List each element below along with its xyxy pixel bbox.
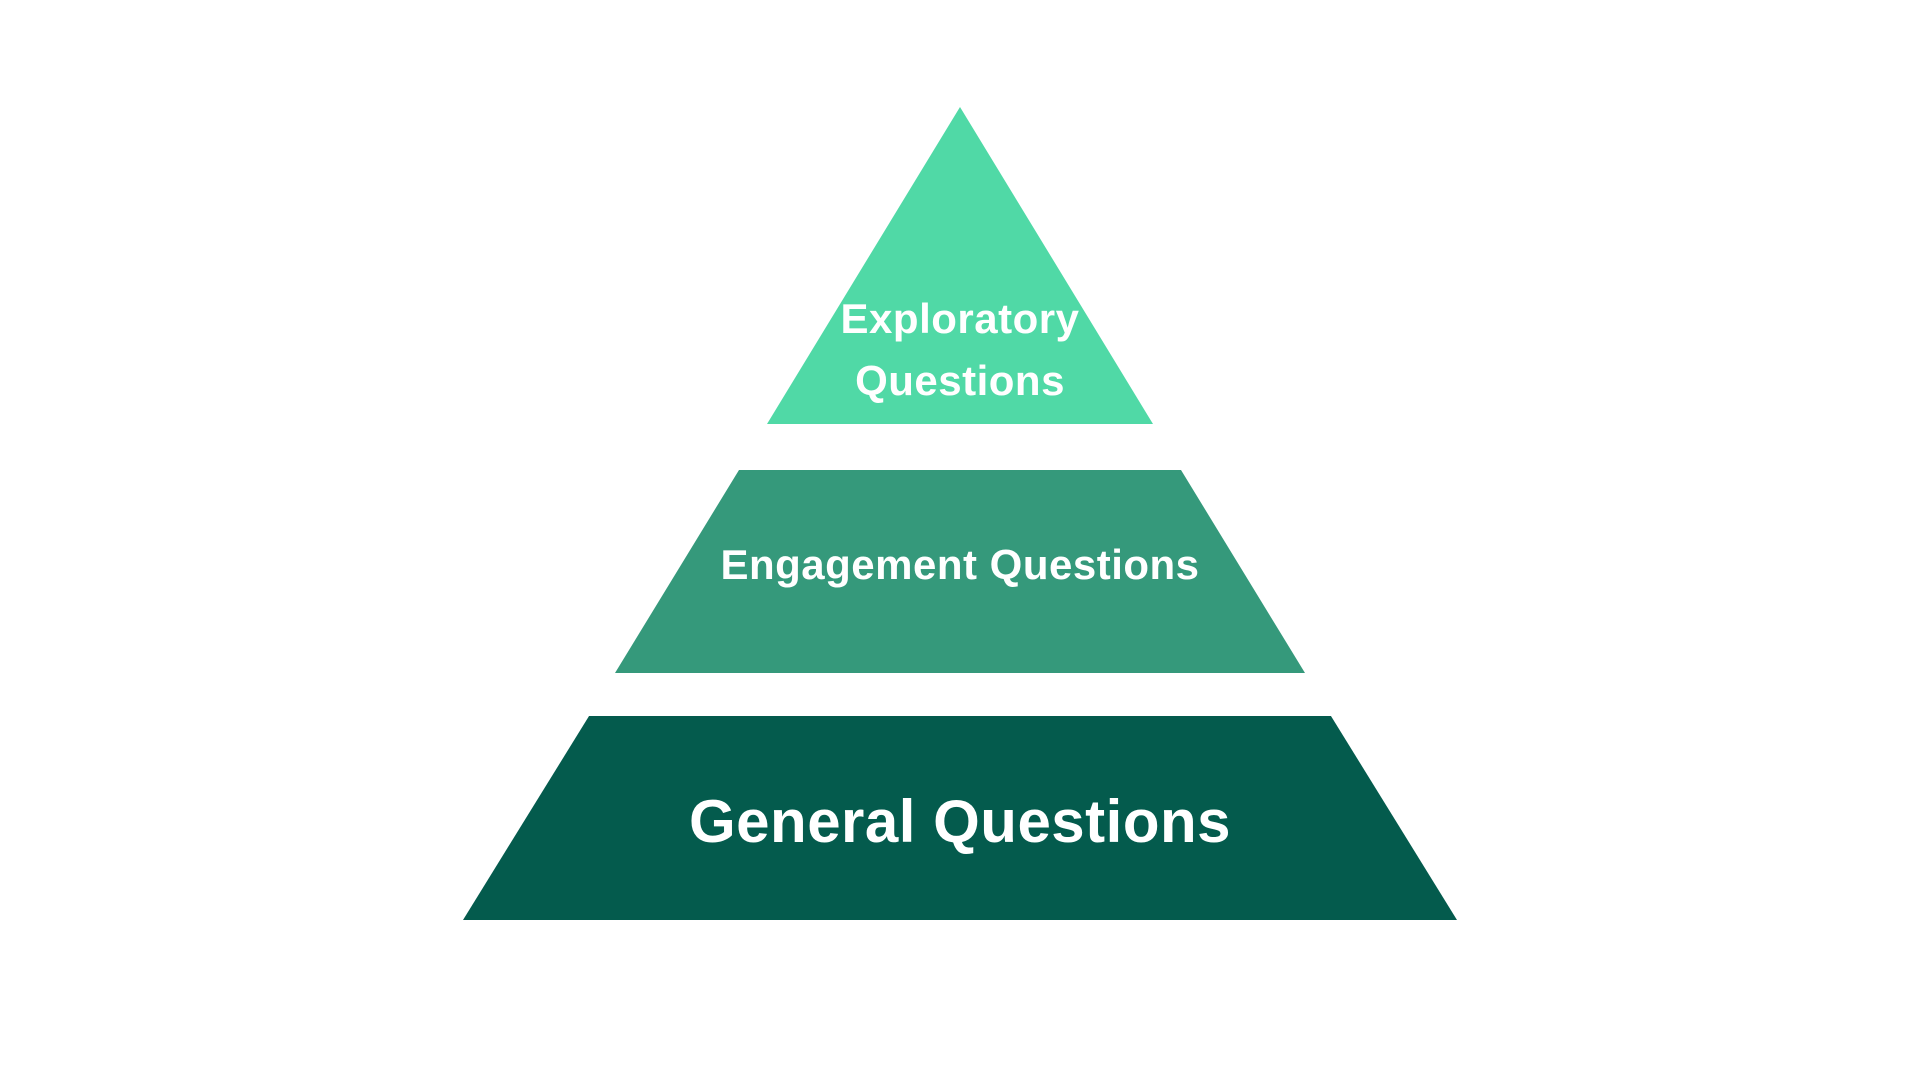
pyramid-level-general-label: General Questions: [463, 722, 1457, 920]
pyramid-level-engagement-label: Engagement Questions: [615, 470, 1305, 659]
pyramid-level-exploratory-label: Exploratory Questions: [767, 288, 1153, 412]
label-line-1: Engagement Questions: [720, 540, 1200, 588]
pyramid-level-exploratory: Exploratory Questions: [767, 107, 1153, 424]
label-line-2: Questions: [855, 357, 1065, 404]
pyramid-level-general: General Questions: [463, 716, 1457, 920]
pyramid-level-engagement: Engagement Questions: [615, 470, 1305, 673]
label-line-1: Exploratory: [840, 295, 1080, 342]
label-line-1: General Questions: [689, 787, 1231, 855]
